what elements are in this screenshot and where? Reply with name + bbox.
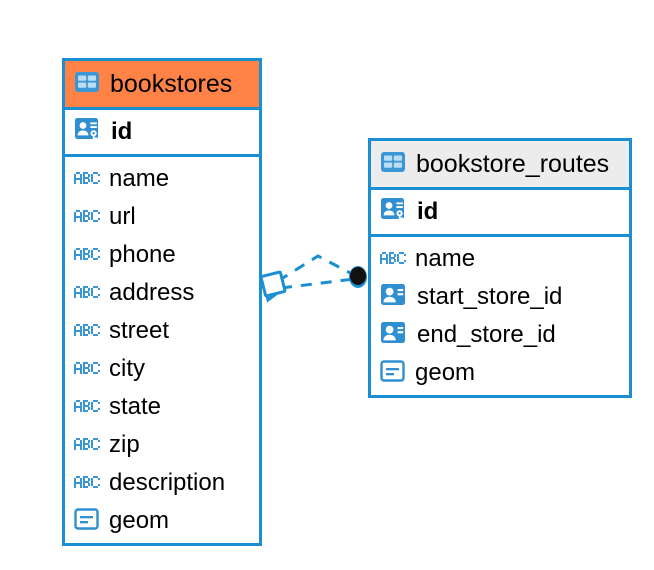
field-label-description: description — [109, 469, 226, 496]
primary-key-section-bookstore-routes: id — [371, 187, 629, 237]
field-row-end-store-id[interactable]: end_store_id — [371, 316, 629, 354]
field-label-geom: geom — [415, 359, 476, 386]
field-row-city[interactable]: city — [65, 350, 259, 388]
field-label-start-store-id: start_store_id — [417, 283, 563, 310]
field-row-start-store-id[interactable]: start_store_id — [371, 278, 629, 316]
entity-header-bookstores[interactable]: bookstores — [65, 61, 259, 107]
fields-section-bookstore-routes: name start_store_id — [371, 237, 629, 392]
text-type-icon — [74, 166, 100, 192]
field-row-geom[interactable]: geom — [371, 354, 629, 392]
field-label-id: id — [111, 118, 133, 145]
field-label-name: name — [415, 245, 476, 272]
relationship-line-upper — [277, 254, 355, 283]
field-label-street: street — [109, 317, 170, 344]
field-label-end-store-id: end_store_id — [417, 321, 556, 348]
diamond-endpoint-icon[interactable] — [259, 270, 287, 298]
field-label-url: url — [109, 203, 136, 230]
relationship-line-lower — [280, 277, 355, 290]
field-row-phone[interactable]: phone — [65, 236, 259, 274]
text-type-icon — [74, 280, 100, 306]
field-row-street[interactable]: street — [65, 312, 259, 350]
text-type-icon — [74, 242, 100, 268]
field-label-geom: geom — [109, 507, 170, 534]
text-type-icon — [74, 356, 100, 382]
dot-endpoint-ring-icon — [349, 266, 367, 288]
field-label-id: id — [417, 198, 439, 225]
geometry-type-icon — [380, 359, 406, 388]
text-type-icon — [74, 394, 100, 420]
field-label-address: address — [109, 279, 195, 306]
field-row-name[interactable]: name — [371, 240, 629, 278]
table-icon — [74, 69, 100, 100]
field-row-id[interactable]: id — [371, 190, 629, 234]
field-row-description[interactable]: description — [65, 464, 259, 502]
field-label-name: name — [109, 165, 170, 192]
foreign-key-icon — [380, 320, 408, 351]
primary-key-icon — [380, 196, 408, 229]
entity-table-bookstores[interactable]: bookstores — [62, 58, 262, 546]
field-row-url[interactable]: url — [65, 198, 259, 236]
field-row-zip[interactable]: zip — [65, 426, 259, 464]
field-row-address[interactable]: address — [65, 274, 259, 312]
entity-table-bookstore-routes[interactable]: bookstore_routes — [368, 138, 632, 398]
geometry-type-icon — [74, 507, 100, 536]
field-label-state: state — [109, 393, 162, 420]
text-type-icon — [74, 318, 100, 344]
entity-header-bookstore-routes[interactable]: bookstore_routes — [371, 141, 629, 187]
field-row-name[interactable]: name — [65, 160, 259, 198]
primary-key-section-bookstores: id — [65, 107, 259, 157]
table-icon — [380, 149, 406, 180]
field-row-geom[interactable]: geom — [65, 502, 259, 540]
primary-key-icon — [74, 116, 102, 149]
foreign-key-icon — [380, 282, 408, 313]
text-type-icon — [74, 432, 100, 458]
entity-title-bookstore-routes: bookstore_routes — [416, 149, 610, 178]
field-label-city: city — [109, 355, 145, 382]
text-type-icon — [74, 470, 100, 496]
field-label-zip: zip — [109, 431, 140, 458]
field-row-id[interactable]: id — [65, 110, 259, 154]
entity-title-bookstores: bookstores — [110, 69, 233, 98]
dot-endpoint-icon[interactable] — [350, 267, 366, 285]
fields-section-bookstores: name — [65, 157, 259, 540]
text-type-icon — [74, 204, 100, 230]
text-type-icon — [380, 246, 406, 272]
field-label-phone: phone — [109, 241, 176, 268]
diamond-endpoint-wedge-icon — [260, 274, 287, 303]
field-row-state[interactable]: state — [65, 388, 259, 426]
